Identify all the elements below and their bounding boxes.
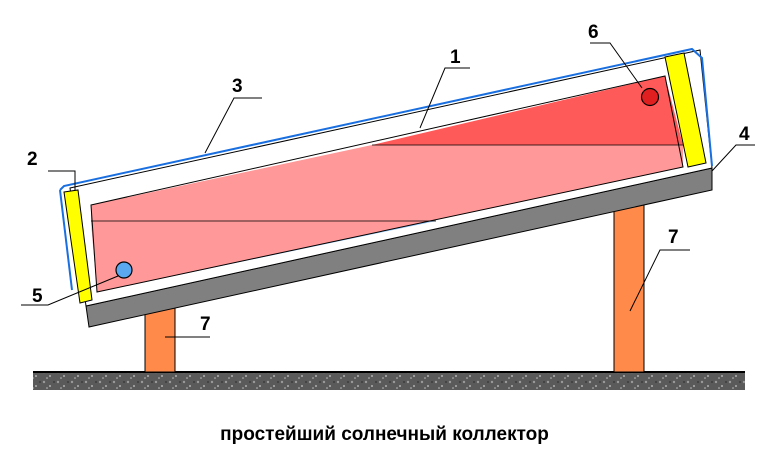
warm-water <box>91 145 683 292</box>
leader-2 <box>48 170 76 190</box>
leader-5 <box>21 275 119 306</box>
callout-1: 1 <box>450 47 461 68</box>
glass-cover <box>59 47 713 191</box>
callout-6: 6 <box>588 22 599 43</box>
leader-3 <box>204 97 262 154</box>
callout-2: 2 <box>27 149 38 170</box>
leader-6 <box>590 42 643 89</box>
insulation-right <box>664 52 707 168</box>
glass-cover-left <box>59 189 73 291</box>
hot-outlet-port <box>640 87 660 107</box>
tank-outline <box>90 75 684 293</box>
leader-4 <box>711 144 755 172</box>
leader-7-right <box>629 249 690 312</box>
callout-3: 3 <box>232 76 243 97</box>
callout-7-left: 7 <box>200 314 211 335</box>
callout-7-right: 7 <box>668 227 679 248</box>
support-right <box>613 201 645 373</box>
cold-inlet-port <box>115 261 133 279</box>
leader-1 <box>419 67 470 129</box>
diagram-caption: простейший солнечный коллектор <box>220 424 549 445</box>
callout-4: 4 <box>739 124 750 145</box>
callout-5: 5 <box>32 286 43 307</box>
hot-water-absorber <box>372 76 683 145</box>
ground <box>33 371 745 390</box>
insulation-left <box>63 189 93 304</box>
